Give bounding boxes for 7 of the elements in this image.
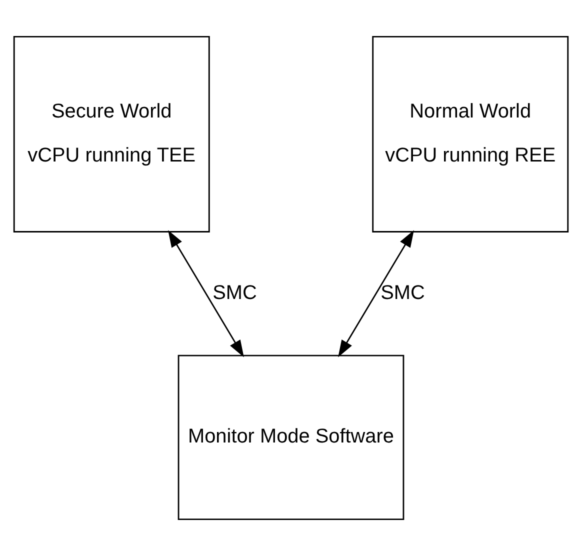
edge-label: SMC: [212, 282, 257, 304]
arrow: [168, 230, 244, 358]
node-box: Monitor Mode Software: [178, 354, 404, 520]
edge-label: SMC: [380, 282, 425, 304]
node-box: Secure World vCPU running TEE: [13, 36, 210, 232]
arrow: [338, 230, 414, 358]
node-box: Normal World vCPU running REE: [372, 36, 569, 232]
